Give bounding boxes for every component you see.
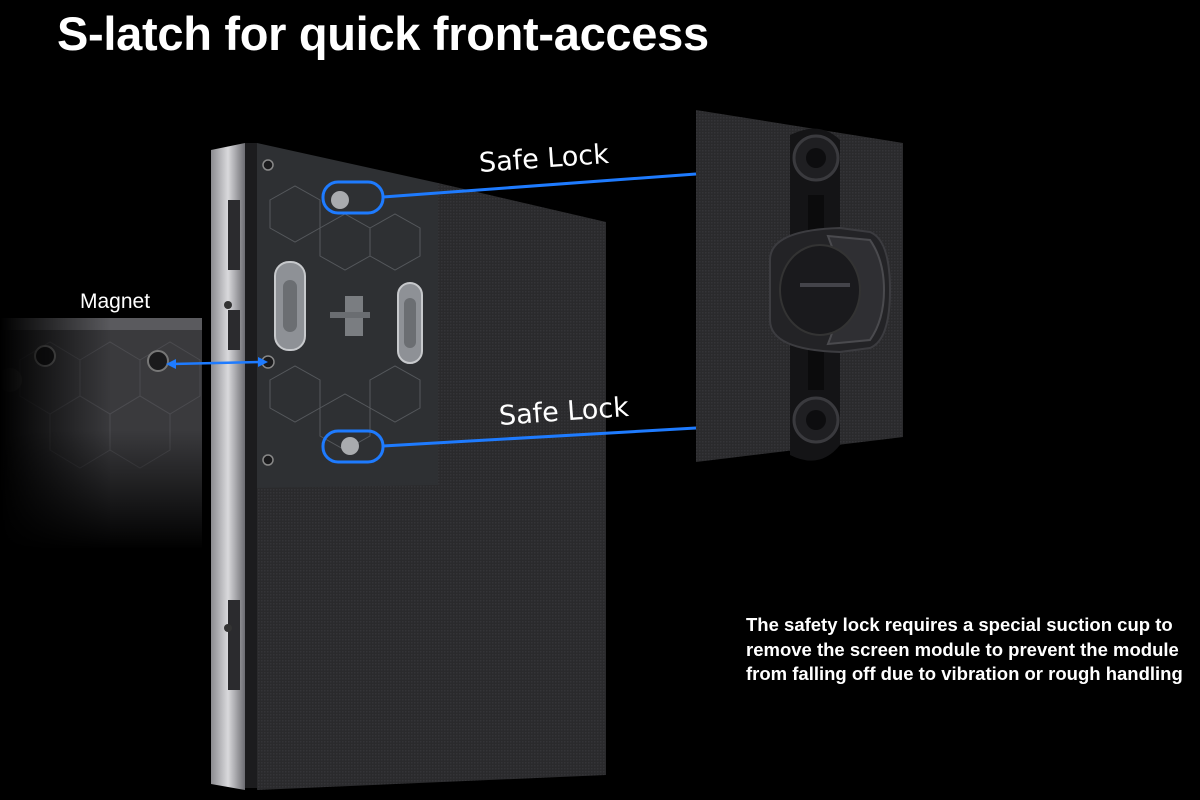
open-module-bay	[257, 143, 438, 488]
safe-lock-callout-bottom	[321, 426, 697, 464]
cabinet-frame	[211, 143, 257, 790]
side-cabinet	[0, 318, 202, 550]
led-module-right	[438, 183, 606, 485]
description-text: The safety lock requires a special sucti…	[746, 614, 1183, 684]
magnet-callout	[166, 357, 268, 369]
led-module-lower	[257, 478, 606, 790]
suction-cup	[769, 226, 892, 354]
safe-lock-callout-top	[321, 172, 697, 215]
page-title: S-latch for quick front-access	[57, 7, 709, 60]
magnet-label: Magnet	[80, 290, 151, 313]
